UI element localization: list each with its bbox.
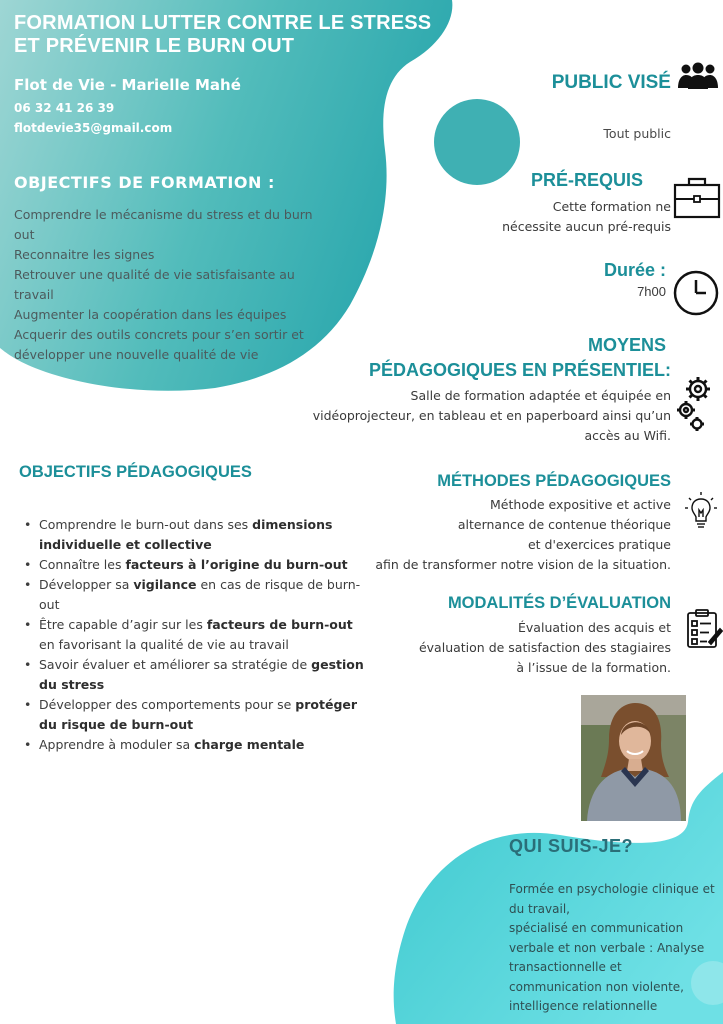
decor-circle-small — [691, 961, 723, 1005]
modalites-text: Évaluation des acquis et évaluation de s… — [419, 618, 671, 678]
moyens-title-line-2: PÉDAGOGIQUES EN PRÉSENTIEL: — [368, 360, 671, 380]
moyens-line: Salle de formation adaptée et équipée en — [410, 388, 671, 403]
author-name: Flot de Vie - Marielle Mahé — [14, 76, 241, 94]
list-item: Connaître les facteurs à l’origine du bu… — [24, 555, 369, 575]
qui-suis-je-text: Formée en psychologie clinique et du tra… — [509, 880, 723, 1017]
bottom-blob — [393, 772, 723, 1024]
item-bold: protéger du risque de burn-out — [39, 697, 358, 732]
qui-line: transactionnelle et — [509, 960, 622, 974]
item-bold: charge mentale — [194, 737, 305, 752]
moyens-title-line-1: MOYENS — [587, 335, 666, 355]
moyens-text: Salle de formation adaptée et équipée en… — [313, 386, 671, 446]
methodes-line: alternance de contenue théorique — [457, 517, 671, 532]
duree-title: Durée : — [603, 260, 666, 280]
title-line-2: ET PRÉVENIR LE BURN OUT — [14, 35, 295, 57]
qui-line: du travail, — [509, 901, 570, 916]
modalites-line: à l’issue de la formation. — [516, 660, 671, 675]
qui-line: verbale et non verbale : Analyse — [509, 940, 705, 955]
list-item: Développer sa vigilance en cas de risque… — [24, 575, 369, 615]
clock-icon — [673, 270, 719, 316]
item-text: en favorisant la qualité de vie au trava… — [39, 637, 289, 652]
methodes-line: et d'exercices pratique — [527, 537, 671, 552]
moyens-line: vidéoprojecteur, en tableau et en paperb… — [312, 408, 671, 423]
objectifs-pedagogiques-title: OBJECTIFS PÉDAGOGIQUES — [19, 463, 252, 481]
email-address: flotdevie35@gmail.com — [14, 121, 173, 135]
objectif-line: Reconnaitre les signes — [14, 247, 155, 262]
prerequis-text: Cette formation ne nécessite aucun pré-r… — [502, 197, 671, 237]
item-bold: facteurs à l’origine du burn-out — [125, 557, 348, 572]
qui-suis-je-title: QUI SUIS-JE? — [509, 836, 634, 856]
list-item: Comprendre le burn-out dans ses dimensio… — [24, 515, 369, 555]
prerequis-title: PRÉ-REQUIS — [531, 170, 644, 190]
top-blob — [0, 0, 453, 391]
objectif-line: out — [14, 227, 35, 242]
item-text: Apprendre à moduler sa — [39, 737, 195, 752]
checklist-icon — [687, 609, 723, 648]
phone-number: 06 32 41 26 39 — [14, 101, 115, 115]
item-text: en cas de risque de burn-out — [39, 577, 361, 612]
item-bold: facteurs de burn-out — [206, 617, 353, 632]
objectifs-formation-title: OBJECTIFS DE FORMATION : — [14, 173, 275, 192]
objectif-line: Augmenter la coopération dans les équipe… — [14, 307, 287, 322]
portrait-photo — [581, 695, 686, 821]
item-bold: dimensions individuelle et collective — [39, 517, 333, 552]
gears-icon — [677, 377, 710, 431]
qui-line: Formée en psychologie clinique et — [509, 882, 715, 896]
list-item: Être capable d’agir sur les facteurs de … — [24, 615, 369, 655]
list-item: Apprendre à moduler sa charge mentale — [24, 735, 369, 755]
methodes-title: MÉTHODES PÉDAGOGIQUES — [437, 472, 671, 490]
methodes-line: Méthode expositive et active — [490, 497, 671, 512]
objectif-line: Comprendre le mécanisme du stress et du … — [14, 207, 313, 222]
list-item: Développer des comportements pour se pro… — [24, 695, 369, 735]
moyens-title: MOYENS PÉDAGOGIQUES EN PRÉSENTIEL: — [369, 333, 671, 383]
people-icon — [678, 62, 718, 89]
public-vise-title: PUBLIC VISÉ — [551, 72, 671, 93]
modalites-title: MODALITÉS D’ÉVALUATION — [447, 594, 671, 612]
methodes-line: afin de transformer notre vision de la s… — [375, 557, 671, 572]
item-text: Savoir évaluer et améliorer sa stratégie… — [39, 657, 312, 672]
objectifs-pedagogiques-list: Comprendre le burn-out dans ses dimensio… — [24, 515, 369, 755]
modalites-line: Évaluation des acquis et — [518, 620, 671, 635]
objectif-line: Acquerir des outils concrets pour s’en s… — [14, 327, 304, 342]
title-line-1: FORMATION LUTTER CONTRE LE STRESS — [14, 12, 432, 34]
item-text: Être capable d’agir sur les — [39, 617, 207, 632]
moyens-line: accès au Wifi. — [584, 428, 671, 443]
item-text: Développer sa — [39, 577, 134, 592]
item-bold: gestion du stress — [39, 657, 364, 692]
briefcase-icon — [673, 177, 721, 219]
public-vise-text: Tout public — [603, 126, 671, 141]
objectif-line: Retrouver une qualité de vie satisfaisan… — [14, 267, 295, 282]
qui-line: intelligence relationnelle — [509, 999, 658, 1013]
lightbulb-icon — [685, 492, 717, 528]
item-bold: vigilance — [133, 577, 197, 592]
objectif-line: développer une nouvelle qualité de vie — [14, 347, 259, 362]
objectifs-formation-list: Comprendre le mécanisme du stress et du … — [14, 205, 354, 365]
qui-line: spécialisé en communication — [509, 921, 684, 935]
decor-circle — [434, 99, 520, 185]
methodes-text: Méthode expositive et active alternance … — [375, 495, 671, 575]
objectif-line: travail — [14, 287, 54, 302]
item-text: Développer des comportements pour se — [39, 697, 296, 712]
prerequis-line: Cette formation ne — [552, 199, 671, 214]
prerequis-line: nécessite aucun pré-requis — [502, 219, 671, 234]
item-text: Comprendre le burn-out dans ses — [39, 517, 253, 532]
page-title: FORMATION LUTTER CONTRE LE STRESS ET PRÉ… — [14, 12, 474, 58]
qui-line: communication non violente, — [509, 979, 684, 994]
list-item: Savoir évaluer et améliorer sa stratégie… — [24, 655, 369, 695]
duree-value: 7h00 — [637, 284, 666, 299]
item-text: Connaître les — [39, 557, 126, 572]
modalites-line: évaluation de satisfaction des stagiaire… — [418, 640, 671, 655]
